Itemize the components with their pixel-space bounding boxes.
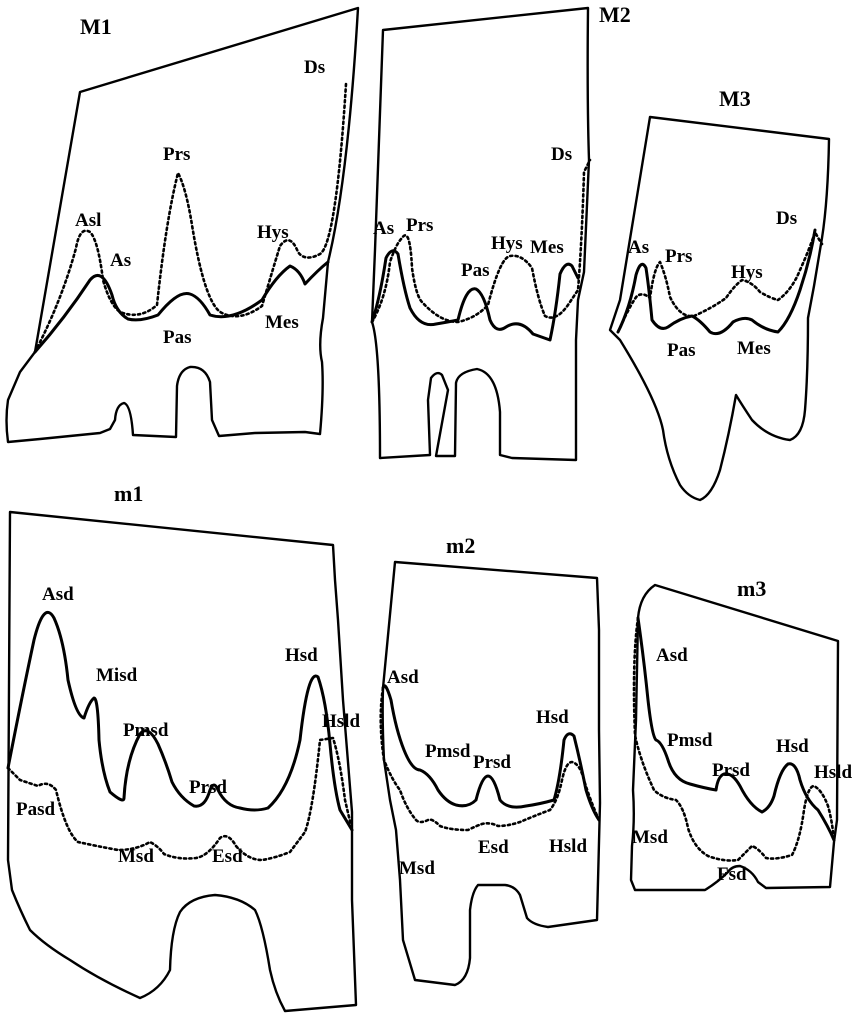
label-m2-Msd: Msd — [399, 858, 435, 879]
title-m2: m2 — [446, 533, 475, 558]
label-m2-Prsd: Prsd — [473, 752, 511, 773]
label-M2-As: As — [373, 218, 394, 239]
label-m1-Misd: Misd — [96, 665, 138, 686]
label-m3-Prsd: Prsd — [712, 760, 750, 781]
label-M3-Ds: Ds — [776, 208, 797, 229]
label-M1-Hys: Hys — [257, 222, 289, 243]
label-M3-Prs: Prs — [665, 246, 692, 267]
label-M1-Ds: Ds — [304, 57, 325, 78]
label-M3-Pas: Pas — [667, 340, 696, 361]
label-M3-As: As — [628, 237, 649, 258]
label-M2-Hys: Hys — [491, 233, 523, 254]
label-m1-Hsld: Hsld — [322, 711, 360, 732]
label-m1-Msd: Msd — [118, 846, 154, 867]
label-m2-Pmsd: Pmsd — [425, 741, 471, 762]
label-M2-Pas: Pas — [461, 260, 490, 281]
tooth-M1: M1 Ds Prs Asl As Hys Pas Mes — [7, 8, 359, 442]
label-M1-Pas: Pas — [163, 327, 192, 348]
label-M1-Prs: Prs — [163, 144, 190, 165]
label-M1-As: As — [110, 250, 131, 271]
label-m3-Msd: Msd — [632, 827, 668, 848]
title-M3: M3 — [719, 86, 751, 111]
label-m1-Hsd: Hsd — [285, 645, 318, 666]
label-m2-Hsld: Hsld — [549, 836, 587, 857]
label-m2-Esd: Esd — [478, 837, 509, 858]
label-m1-Esd: Esd — [212, 846, 243, 867]
title-m1: m1 — [114, 481, 143, 506]
label-m3-Asd: Asd — [656, 645, 688, 666]
label-M1-Mes: Mes — [265, 312, 299, 333]
label-m1-Prsd: Prsd — [189, 777, 227, 798]
title-m3: m3 — [737, 576, 766, 601]
enamel-line-m1-lingual — [8, 738, 352, 860]
label-m1-Pasd: Pasd — [16, 799, 56, 820]
label-M2-Ds: Ds — [551, 144, 572, 165]
label-m3-Pmsd: Pmsd — [667, 730, 713, 751]
label-M2-Mes: Mes — [530, 237, 564, 258]
label-m1-Pmsd: Pmsd — [123, 720, 169, 741]
tooth-m3: m3 Asd Pmsd Prsd Hsd Hsld Msd Fsd — [631, 576, 852, 890]
label-m1-Asd: Asd — [42, 584, 74, 605]
title-M1: M1 — [80, 14, 112, 39]
outline-M3 — [610, 117, 829, 500]
label-m2-Hsd: Hsd — [536, 707, 569, 728]
tooth-M3: M3 Ds As Prs Hys Pas Mes — [610, 86, 829, 500]
outline-m2 — [383, 562, 600, 985]
label-M3-Mes: Mes — [737, 338, 771, 359]
tooth-m2: m2 Asd Pmsd Prsd Hsd Hsld Msd Esd — [381, 533, 600, 985]
label-m3-Hsld: Hsld — [814, 762, 852, 783]
label-M3-Hys: Hys — [731, 262, 763, 283]
label-m2-Asd: Asd — [387, 667, 419, 688]
tooth-m1: m1 Asd Misd Pmsd Prsd Hsd Hsld Pasd Msd … — [8, 481, 360, 1011]
label-M1-Asl: Asl — [75, 210, 101, 231]
title-M2: M2 — [599, 2, 631, 27]
tooth-M2: M2 Ds As Prs Pas Hys Mes — [372, 2, 631, 460]
outline-M2 — [372, 8, 589, 460]
label-m3-Hsd: Hsd — [776, 736, 809, 757]
label-M2-Prs: Prs — [406, 215, 433, 236]
label-m3-Fsd: Fsd — [717, 864, 747, 885]
